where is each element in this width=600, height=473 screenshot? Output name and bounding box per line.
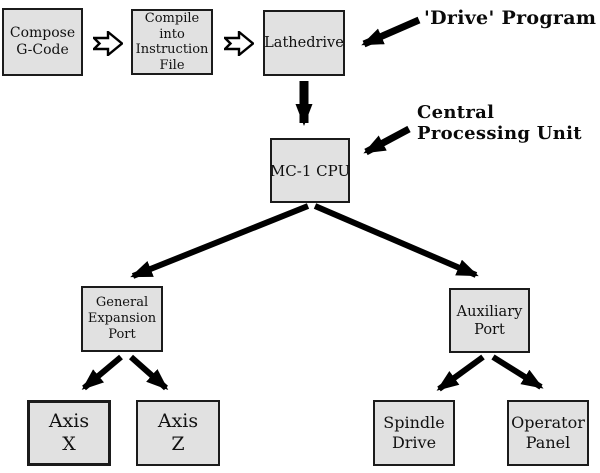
arrow-aux-to-operator-panel: [491, 354, 544, 390]
node-label-line: Compose: [9, 25, 76, 41]
node-label-line: into: [159, 26, 185, 42]
annotation-central-processing-unit: Central Processing Unit: [417, 102, 582, 144]
annotation-drive-program: 'Drive' Program: [424, 7, 597, 29]
node-label-line: Auxiliary: [456, 303, 523, 320]
arrow-cpu-label-to-cpu: [363, 125, 411, 156]
node-spindle-drive: Spindle Drive: [373, 400, 455, 466]
node-label-line: G-Code: [16, 42, 69, 58]
arrow-cpu-to-general-expansion-port: [130, 203, 310, 279]
arrow-aux-to-spindle-drive: [436, 354, 485, 392]
node-label-line: Expansion: [87, 311, 157, 326]
node-label-line: Z: [171, 433, 185, 455]
arrow-gep-to-axis-z: [129, 354, 169, 391]
annotation-line: Processing Unit: [417, 123, 582, 144]
node-label-line: X: [62, 433, 76, 455]
node-label-line: Port: [474, 321, 505, 338]
node-label-line: Panel: [525, 433, 571, 452]
node-compose-g-code: Compose G-Code: [2, 8, 83, 76]
node-label-line: Compile: [144, 11, 200, 26]
node-label-line: File: [159, 57, 185, 73]
node-label-line: Axis: [157, 410, 199, 432]
node-label-line: Drive: [391, 433, 437, 452]
flow-arrow-icon: [93, 31, 123, 56]
node-label-line: Spindle: [383, 413, 445, 432]
node-label-line: Port: [108, 327, 136, 342]
node-axis-z: Axis Z: [136, 400, 220, 466]
flow-arrow-icon: [224, 31, 254, 56]
node-label-line: Lathedrive: [264, 35, 344, 51]
node-label-line: General: [95, 295, 149, 310]
node-label-line: Instruction: [135, 42, 209, 57]
node-general-expansion-port: General Expansion Port: [81, 286, 163, 352]
arrow-gep-to-axis-x: [81, 354, 123, 391]
node-auxiliary-port: Auxiliary Port: [449, 288, 530, 353]
arrow-drive-program-to-lathedrive: [361, 16, 421, 48]
annotation-line: Central: [417, 102, 495, 123]
node-operator-panel: Operator Panel: [507, 400, 589, 466]
node-compile-into-instruction-file: Compile into Instruction File: [131, 9, 213, 75]
node-axis-x: Axis X: [27, 400, 111, 466]
node-label-line: MC-1 CPU: [269, 161, 351, 180]
arrow-cpu-to-auxiliary-port: [313, 203, 479, 278]
node-mc1-cpu: MC-1 CPU: [270, 138, 350, 203]
node-lathedrive: Lathedrive: [263, 10, 345, 76]
node-label-line: Operator: [511, 413, 585, 432]
node-label-line: Axis: [48, 410, 90, 432]
